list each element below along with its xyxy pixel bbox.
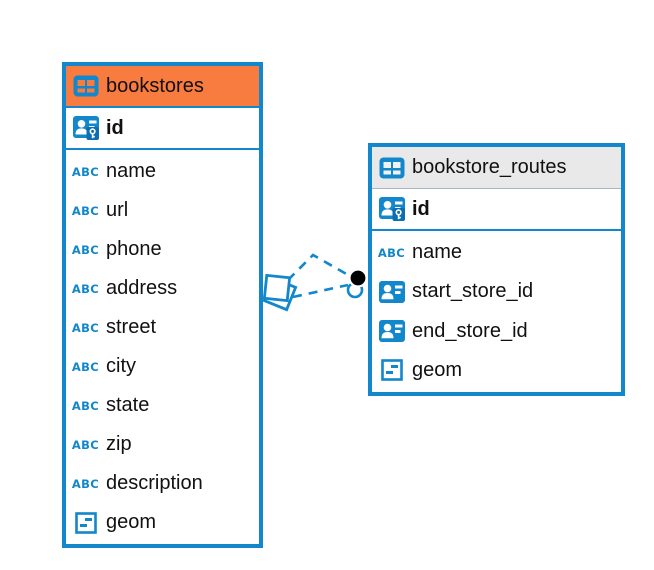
column-name: id <box>412 197 430 220</box>
text-type-icon: ABC <box>71 437 100 452</box>
table-bookstores[interactable]: bookstores id ABC na <box>62 62 263 548</box>
primary-key-icon <box>72 116 99 140</box>
text-type-icon: ABC <box>71 476 100 491</box>
text-type-icon: ABC <box>71 320 100 335</box>
table-bookstores-header[interactable]: bookstores <box>66 66 259 108</box>
foreign-key-icon <box>378 280 405 303</box>
column-row-description[interactable]: ABC description <box>72 464 253 503</box>
column-row-name[interactable]: ABC name <box>378 233 615 272</box>
column-row-geom[interactable]: geom <box>72 503 253 542</box>
column-row-name[interactable]: ABC name <box>72 152 253 191</box>
relationship-diamond-marker[interactable] <box>262 273 298 312</box>
text-type-icon: ABC <box>71 164 100 179</box>
column-name: url <box>106 199 129 221</box>
column-name: name <box>412 241 463 264</box>
table-bookstores-columns: ABC name ABC url ABC phone ABC address A… <box>66 150 259 544</box>
text-type-icon: ABC <box>71 359 100 374</box>
text-type-icon: ABC <box>71 398 100 413</box>
column-row-state[interactable]: ABC state <box>72 386 253 425</box>
column-row-id[interactable]: id <box>66 108 259 150</box>
column-row-url[interactable]: ABC url <box>72 191 253 230</box>
table-icon <box>378 157 405 179</box>
relationship-line-start-store-id[interactable] <box>287 253 351 281</box>
column-row-geom[interactable]: geom <box>378 351 615 390</box>
column-row-phone[interactable]: ABC phone <box>72 230 253 269</box>
column-name: address <box>106 277 178 299</box>
column-row-city[interactable]: ABC city <box>72 347 253 386</box>
table-name: bookstores <box>106 74 204 97</box>
column-row-address[interactable]: ABC address <box>72 269 253 308</box>
column-name: street <box>106 316 157 338</box>
column-name: geom <box>412 358 463 381</box>
relationship-endpoint-dot[interactable] <box>346 268 368 299</box>
column-name: description <box>106 472 203 494</box>
text-type-icon: ABC <box>71 281 100 296</box>
primary-key-icon <box>378 197 405 221</box>
foreign-key-icon <box>378 320 405 343</box>
column-name: start_store_id <box>412 280 534 303</box>
column-name: city <box>106 355 136 377</box>
column-name: zip <box>106 433 132 455</box>
geometry-type-icon <box>72 511 99 534</box>
text-type-icon: ABC <box>71 203 100 218</box>
column-name: end_store_id <box>412 319 528 342</box>
table-bookstore-routes-header[interactable]: bookstore_routes <box>372 147 621 189</box>
column-row-street[interactable]: ABC street <box>72 308 253 347</box>
column-row-end-store-id[interactable]: end_store_id <box>378 312 615 351</box>
geometry-type-icon <box>378 359 405 382</box>
column-name: geom <box>106 511 157 533</box>
column-name: phone <box>106 238 162 260</box>
column-name: state <box>106 394 150 416</box>
text-type-icon: ABC <box>377 245 406 260</box>
column-row-zip[interactable]: ABC zip <box>72 425 253 464</box>
table-icon <box>72 75 99 97</box>
table-name: bookstore_routes <box>412 156 567 178</box>
column-row-start-store-id[interactable]: start_store_id <box>378 272 615 311</box>
table-bookstore-routes-columns: ABC name start_store_id <box>372 231 621 392</box>
table-bookstore-routes[interactable]: bookstore_routes id ABC <box>368 143 625 396</box>
column-name: id <box>106 116 124 139</box>
text-type-icon: ABC <box>71 242 100 257</box>
relationship-line-end-store-id[interactable] <box>292 283 349 299</box>
column-row-id[interactable]: id <box>372 189 621 231</box>
column-name: name <box>106 160 157 182</box>
